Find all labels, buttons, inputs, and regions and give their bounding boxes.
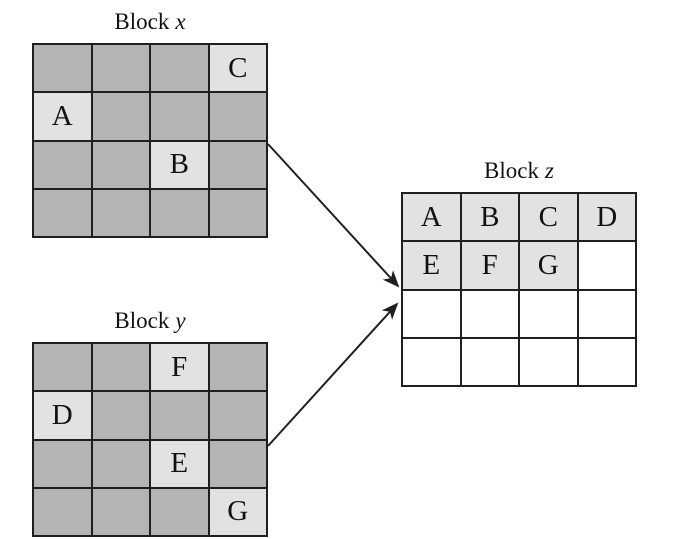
grid-cell: [34, 141, 91, 188]
block-z-title-var: z: [545, 158, 554, 183]
grid-cell: [209, 392, 266, 439]
grid-cell: [92, 392, 149, 439]
grid-cell: [92, 344, 149, 391]
grid-cell: G: [209, 488, 266, 535]
grid-cell: D: [34, 392, 91, 439]
grid-cell: [403, 338, 460, 385]
grid-cell: [34, 45, 91, 92]
grid-cell: [209, 189, 266, 236]
grid-cell: [151, 45, 208, 92]
grid-cell: [578, 242, 635, 289]
grid-cell: A: [403, 194, 460, 241]
grid-cell: [92, 440, 149, 487]
grid-cell: [578, 290, 635, 337]
grid-cell: [461, 338, 518, 385]
grid-cell: C: [520, 194, 577, 241]
grid-cell: [34, 440, 91, 487]
grid-cell: [92, 488, 149, 535]
grid-cell: [403, 290, 460, 337]
grid-cell: [151, 488, 208, 535]
grid-cell: G: [520, 242, 577, 289]
block-y-title-prefix: Block: [114, 308, 170, 333]
block-x-title-var: x: [175, 9, 186, 34]
grid-cell: [209, 141, 266, 188]
arrow-block-x-to-block-z: [267, 143, 400, 288]
block-z-title-prefix: Block: [484, 158, 539, 183]
grid-cell: F: [461, 242, 518, 289]
grid-cell: [92, 189, 149, 236]
grid-cell: C: [209, 45, 266, 92]
arrow-block-y-to-block-z: [267, 302, 399, 447]
block-x-grid: C A B: [32, 43, 268, 238]
grid-cell: [34, 488, 91, 535]
grid-cell: E: [403, 242, 460, 289]
grid-cell: F: [151, 344, 208, 391]
grid-cell: A: [34, 93, 91, 140]
grid-cell: [151, 189, 208, 236]
grid-cell: [34, 344, 91, 391]
grid-cell: [209, 440, 266, 487]
grid-cell: [151, 392, 208, 439]
grid-cell: [34, 189, 91, 236]
grid-cell: [578, 338, 635, 385]
block-y-title-var: y: [175, 308, 186, 333]
grid-cell: [520, 338, 577, 385]
grid-cell: D: [578, 194, 635, 241]
grid-cell: [209, 344, 266, 391]
grid-cell: [461, 290, 518, 337]
grid-cell: [520, 290, 577, 337]
grid-cell: B: [461, 194, 518, 241]
grid-cell: [92, 93, 149, 140]
grid-cell: [92, 141, 149, 188]
grid-cell: [92, 45, 149, 92]
grid-cell: [151, 93, 208, 140]
grid-cell: [209, 93, 266, 140]
grid-cell: B: [151, 141, 208, 188]
grid-cell: E: [151, 440, 208, 487]
block-x-title-prefix: Block: [114, 9, 170, 34]
